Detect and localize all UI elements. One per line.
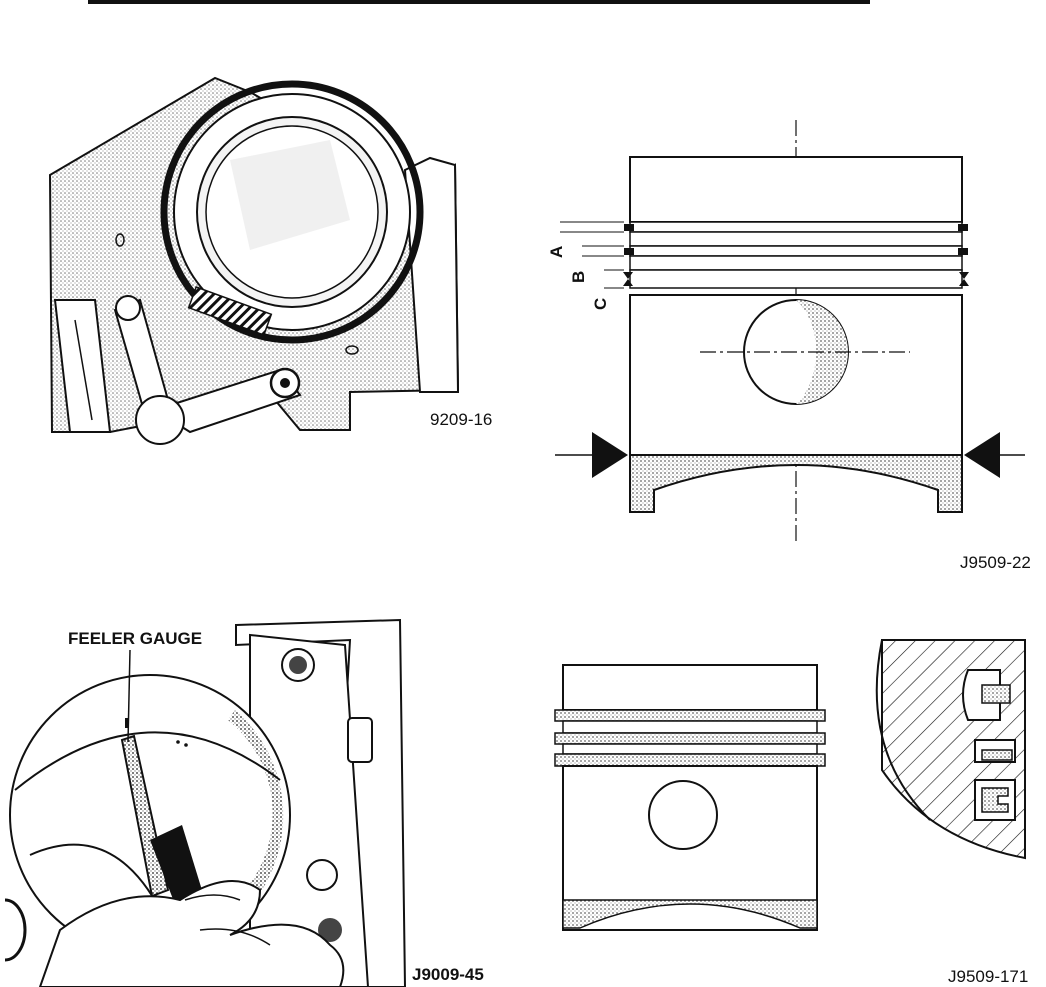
callout-feeler-gauge: FEELER GAUGE	[68, 629, 202, 648]
ring-section-middle	[982, 750, 1012, 760]
dimension-label-a: A	[547, 246, 566, 258]
figure-id-ring-compressor: 9209-16	[430, 410, 492, 429]
ring-groove-c	[630, 270, 962, 288]
figure-id-ring-gap: J9009-45	[412, 965, 484, 984]
figure-ring-profiles: J9509-171	[520, 600, 1046, 987]
ring-section-top	[982, 685, 1010, 703]
figure-ring-compressor: 9209-16	[0, 0, 520, 560]
ring-groove-a	[630, 222, 962, 232]
ring-groove-b	[630, 246, 962, 256]
figure-ring-gap-check: FEELER GAUGE J9009-45	[0, 600, 520, 987]
dimension-label-c: C	[591, 298, 610, 310]
measure-arrow-left	[592, 432, 628, 478]
piston-crown	[630, 157, 962, 222]
piston-small-crown	[563, 665, 817, 710]
figure-ring-groove-gauging: A B C J9509-22	[520, 0, 1046, 580]
figure-id-ring-groove: J9509-22	[960, 553, 1031, 572]
dimension-label-b: B	[569, 271, 588, 283]
figure-id-ring-profiles: J9509-171	[948, 967, 1028, 986]
measure-arrow-right	[964, 432, 1000, 478]
piston-small-pin-bore	[649, 781, 717, 849]
